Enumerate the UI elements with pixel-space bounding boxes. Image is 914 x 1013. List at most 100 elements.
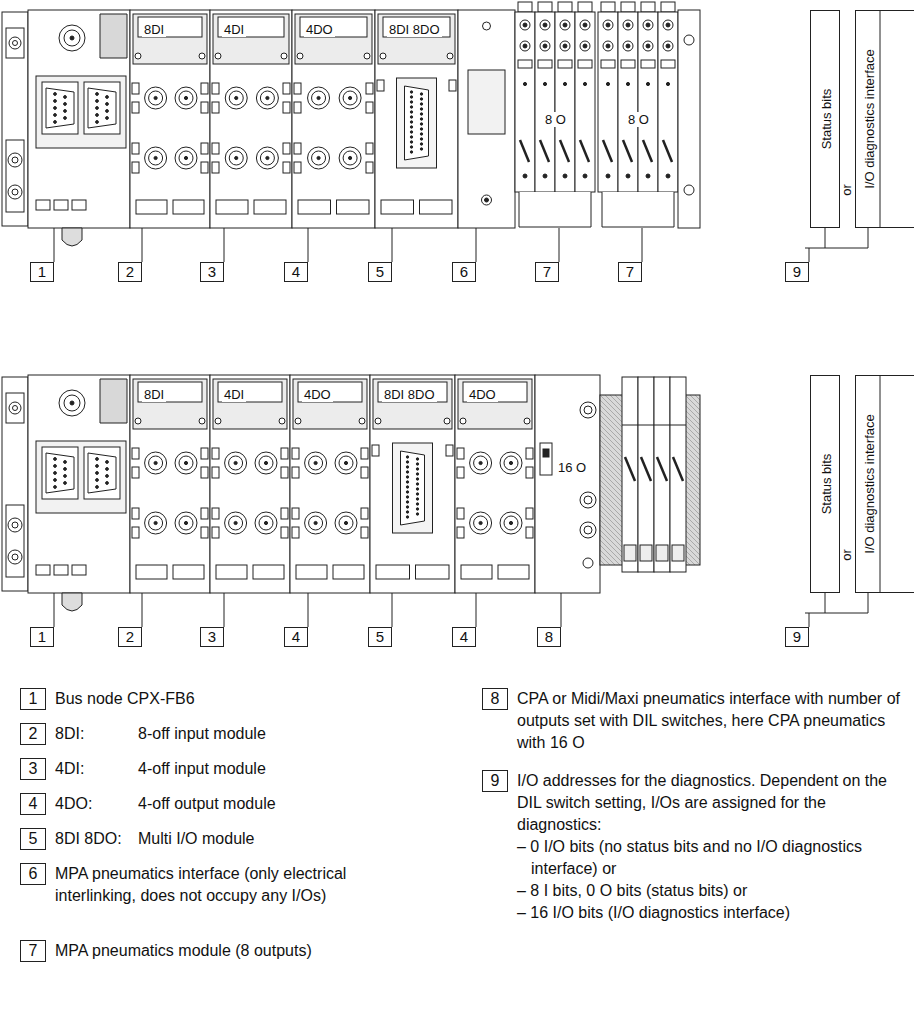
valve-slice <box>515 12 535 192</box>
subd-pin <box>416 488 418 490</box>
leader-line <box>54 593 55 627</box>
manual-override <box>603 140 612 162</box>
led-dot <box>543 23 547 27</box>
callout-number: 1 <box>20 688 46 710</box>
led-window <box>560 20 570 30</box>
led <box>212 83 219 94</box>
m12-socket <box>500 452 522 474</box>
led <box>526 448 533 459</box>
callout-number: 8 <box>537 627 561 647</box>
callout-number: 2 <box>20 723 46 745</box>
m12-socket <box>335 512 357 534</box>
led-window <box>520 20 530 30</box>
valve-slice <box>535 12 555 192</box>
callout-number: 5 <box>368 627 392 647</box>
callout-number: 2 <box>118 627 142 647</box>
m12-socket <box>225 452 247 474</box>
label-field <box>337 200 370 214</box>
led-dot <box>626 44 630 48</box>
screw <box>9 37 21 49</box>
status-bits-box: Status bits <box>810 10 840 228</box>
screw <box>279 418 285 424</box>
led <box>283 83 290 94</box>
interface-window <box>468 70 505 134</box>
io-module <box>292 10 375 228</box>
manual-override <box>641 457 651 481</box>
m12-socket-ring <box>149 516 163 530</box>
legend-text: 8-off input module <box>138 723 438 745</box>
subd-pin <box>64 482 67 485</box>
bus-node <box>28 375 130 593</box>
label-field <box>136 565 167 579</box>
subd-connector <box>46 453 74 493</box>
m12-socket-ring <box>149 456 163 470</box>
callout-number: 7 <box>535 262 559 282</box>
callout-number: 9 <box>482 770 508 792</box>
subd-pin <box>420 93 422 95</box>
m12-socket-ring <box>64 395 80 411</box>
callout-number: 4 <box>284 627 308 647</box>
m12-socket <box>145 87 167 109</box>
m12-pin <box>314 521 317 524</box>
sub-base <box>519 192 591 227</box>
led <box>54 200 68 210</box>
m12-pin <box>317 96 320 99</box>
subd-pin <box>410 116 412 118</box>
screw-head <box>13 406 18 411</box>
valve-label <box>578 60 592 68</box>
screw <box>135 418 141 424</box>
m12-socket-ring <box>260 91 274 105</box>
nameplate <box>138 17 202 37</box>
m12-socket <box>339 87 361 109</box>
m12-socket <box>255 512 277 534</box>
manual-override <box>625 457 635 481</box>
subd-pin <box>420 138 422 140</box>
port-bore <box>584 496 592 504</box>
plug-connector <box>578 2 592 12</box>
led <box>212 508 219 519</box>
box-text: I/O diagnostics interface <box>862 49 877 188</box>
callout-number: 4 <box>452 627 476 647</box>
led <box>292 448 299 459</box>
led-window <box>603 41 613 51</box>
leader-line <box>559 228 560 262</box>
valve-slice <box>598 12 618 192</box>
led <box>294 102 301 113</box>
plug-connector <box>558 2 572 12</box>
m12-socket-ring <box>260 151 274 165</box>
m12-socket-ring <box>474 516 488 530</box>
led <box>212 527 219 538</box>
led <box>283 162 290 173</box>
subd-pin <box>416 458 418 460</box>
subd-pin <box>420 98 422 100</box>
nameplate <box>378 382 447 402</box>
subd-25-connector <box>405 86 429 160</box>
subd-pin <box>106 461 109 464</box>
subd-pin <box>406 506 408 508</box>
subd-pin <box>416 498 418 500</box>
m12-socket-ring <box>179 151 193 165</box>
m12-socket-ring <box>259 516 273 530</box>
m12-socket <box>225 147 247 169</box>
led <box>54 565 68 575</box>
alternative-word: or <box>840 184 854 196</box>
led <box>292 508 299 519</box>
m12-pin <box>184 156 187 159</box>
leader-line <box>392 593 393 627</box>
callout-number: 5 <box>368 262 392 282</box>
module-label: 8DI <box>142 22 166 37</box>
label-field <box>420 200 453 214</box>
plug-connector <box>641 2 655 12</box>
valve-label <box>641 60 655 68</box>
m12-socket-ring <box>339 516 353 530</box>
m12-socket <box>175 87 197 109</box>
legend-bullet: – 16 I/O bits (I/O diagnostics interface… <box>517 902 902 924</box>
led <box>212 102 219 113</box>
label-field <box>381 200 414 214</box>
led-window <box>623 41 633 51</box>
subd-pin <box>96 93 99 96</box>
m12-pin <box>184 521 187 524</box>
m12-socket-ring <box>149 91 163 105</box>
